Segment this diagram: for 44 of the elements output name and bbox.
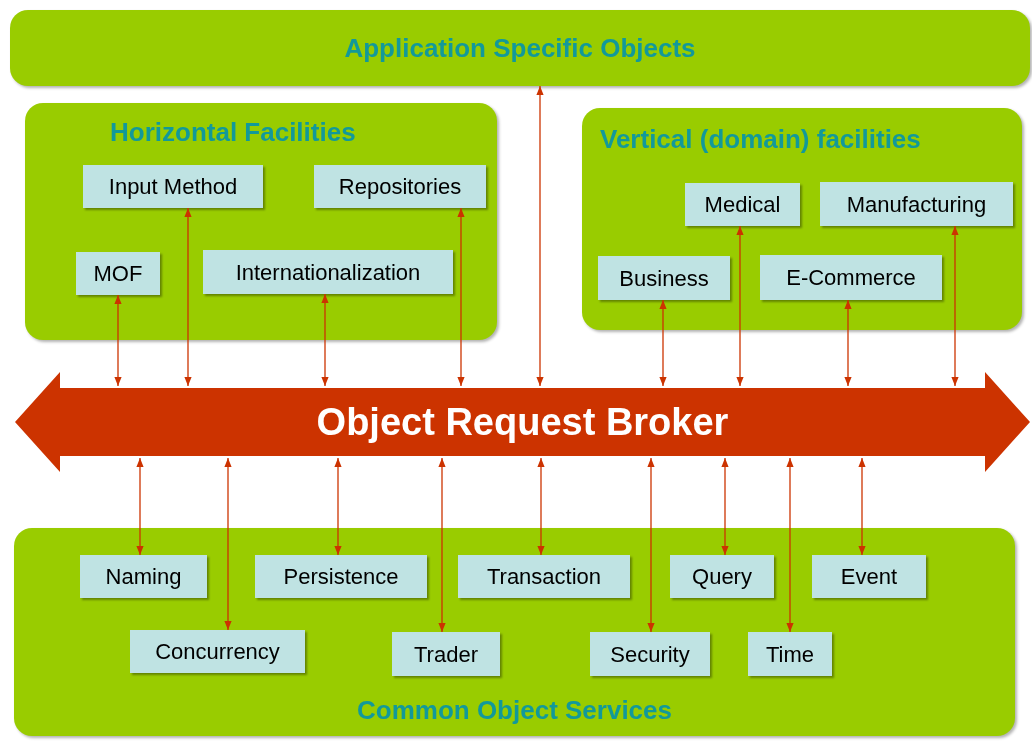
connector-arrow — [224, 457, 232, 631]
connector-arrow — [736, 225, 744, 387]
connector-arrow — [136, 457, 144, 556]
connector-arrow — [647, 457, 655, 633]
service-box: Security — [590, 632, 710, 676]
connector-arrow — [786, 457, 794, 633]
connector-arrow — [537, 457, 545, 556]
service-box: Time — [748, 632, 832, 676]
panel-title: Application Specific Objects — [344, 31, 696, 65]
service-box: Manufacturing — [820, 182, 1013, 226]
service-box: Internationalization — [203, 250, 453, 294]
connector-arrow — [844, 299, 852, 387]
connector-arrow — [438, 457, 446, 633]
service-box: Trader — [392, 632, 500, 676]
banner-panel — [10, 10, 1030, 86]
connector-arrow — [721, 457, 729, 556]
connector-arrow — [659, 299, 667, 387]
connector-arrow — [858, 457, 866, 556]
service-box: Input Method — [83, 165, 263, 208]
connector-arrow — [184, 207, 192, 387]
connector-arrow — [457, 207, 465, 387]
panel-title: Horizontal Facilities — [110, 116, 356, 149]
service-box: MOF — [76, 252, 160, 295]
service-box: Event — [812, 555, 926, 598]
service-box: Naming — [80, 555, 207, 598]
service-box: Business — [598, 256, 730, 300]
panel-title: Common Object Services — [357, 694, 672, 727]
band-title: Object Request Broker — [316, 399, 729, 445]
service-box: Medical — [685, 183, 800, 226]
service-box: E-Commerce — [760, 255, 942, 300]
service-box: Repositories — [314, 165, 486, 208]
group-panel — [14, 528, 1015, 736]
service-box: Concurrency — [130, 630, 305, 673]
connector-arrow — [951, 225, 959, 387]
group-panel — [25, 103, 497, 340]
connector-arrow — [114, 294, 122, 387]
service-box: Query — [670, 555, 774, 598]
group-panel — [582, 108, 1022, 330]
connector-arrow — [321, 293, 329, 387]
service-box: Persistence — [255, 555, 427, 598]
service-box: Transaction — [458, 555, 630, 598]
connector-arrow — [334, 457, 342, 556]
panel-title: Vertical (domain) facilities — [600, 123, 921, 156]
connector-arrow — [536, 85, 544, 387]
